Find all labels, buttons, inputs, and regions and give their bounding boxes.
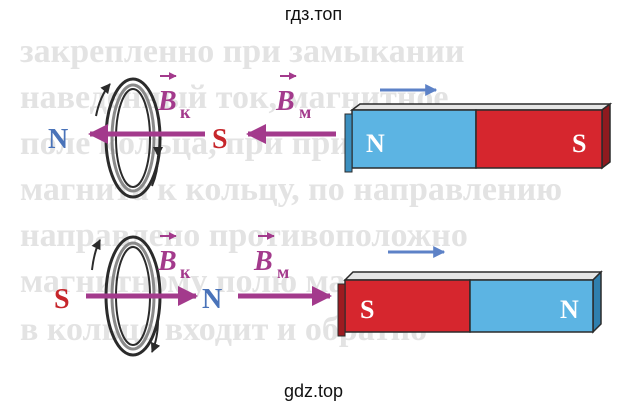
top-bm-letter: B [275,86,295,117]
bottom-magnet: S N [337,270,603,337]
bottom-bk-letter: B [157,246,177,277]
bottom-current-arrow-up [91,239,101,271]
top-current-arrow-down [151,146,164,187]
top-pole-right: S [212,124,228,155]
watermark-bottom: gdz.top [283,381,344,401]
bg-line: направлено противоположно [20,217,468,254]
bg-line: магнита к кольцу, по направлению [20,171,562,208]
bottom-label-bm: B м [253,232,289,282]
top-bm-sub: м [299,102,311,122]
top-label-bm: B м [275,72,311,122]
top-bk-letter: B [157,86,177,117]
bottom-bm-letter: B [253,246,273,277]
bottom-magnet-right-pole: N [560,295,579,324]
watermark-top: гдз.топ [284,4,343,24]
bottom-label-bk: B к [157,232,191,282]
top-scene: N S B к B м N S [48,72,613,199]
bottom-scene: S N B к B м S N [54,232,603,357]
bottom-bk-sub: к [180,262,191,282]
top-magnet-left-pole: N [366,129,385,158]
bg-line: закрепленно при замыкании [20,33,465,70]
bottom-magnet-left-pole: S [360,295,374,324]
top-magnet-right-pole: S [572,129,586,158]
bottom-pole-right: N [202,284,222,315]
top-magnet: N S [344,102,613,173]
top-pole-left: N [48,124,68,155]
top-label-bk: B к [157,72,191,122]
top-current-arrow-up [95,83,111,117]
bottom-current-arrow-down [150,319,161,353]
bottom-pole-left: S [54,284,70,315]
bottom-bm-sub: м [277,262,289,282]
top-bk-sub: к [180,102,191,122]
